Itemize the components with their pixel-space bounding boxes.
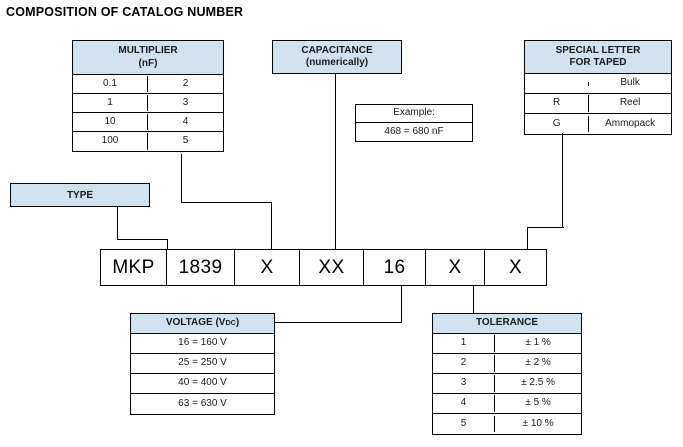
multiplier-code: 5 bbox=[182, 135, 189, 147]
multiplier-table-header: MULTIPLIER (nF) bbox=[73, 41, 223, 75]
table-row: 468 = 680 nF bbox=[356, 123, 472, 141]
connector-multiplier-vertical-2 bbox=[271, 202, 273, 250]
special-letter-code: R bbox=[525, 95, 590, 112]
tolerance-code: 3 bbox=[433, 375, 496, 392]
connector-type-vertical-2 bbox=[167, 239, 169, 250]
multiplier-header-line1: MULTIPLIER bbox=[118, 45, 178, 57]
multiplier-code: 3 bbox=[182, 96, 189, 108]
table-row: 10 4 bbox=[73, 113, 223, 132]
voltage-value: 63 = 630 V bbox=[178, 397, 227, 409]
multiplier-table: MULTIPLIER (nF) 0.1 2 1 3 10 4 100 5 bbox=[72, 40, 224, 152]
special-letter-packaging: Ammopack bbox=[605, 117, 656, 129]
type-label: TYPE bbox=[66, 189, 94, 201]
connector-special-letter-horizontal bbox=[527, 227, 564, 229]
table-row: 3 ± 2.5 % bbox=[433, 374, 581, 394]
multiplier-value: 1 bbox=[73, 94, 148, 112]
table-row: 1 3 bbox=[73, 94, 223, 113]
table-row: 100 5 bbox=[73, 132, 223, 151]
type-box: TYPE bbox=[10, 183, 150, 207]
voltage-value: 40 = 400 V bbox=[178, 377, 227, 389]
connector-voltage-vertical bbox=[401, 286, 403, 323]
special-letter-header-line1: SPECIAL LETTER bbox=[555, 44, 641, 56]
voltage-header-text: VOLTAGE (V bbox=[165, 317, 226, 329]
table-row: R Reel bbox=[525, 94, 671, 114]
multiplier-code: 4 bbox=[182, 115, 189, 127]
special-letter-code: G bbox=[525, 115, 590, 133]
catalog-segment-6: X bbox=[426, 250, 485, 285]
capacitance-header-line1: CAPACITANCE bbox=[301, 44, 373, 56]
voltage-header-tail: ) bbox=[235, 317, 240, 329]
special-letter-header-line2: FOR TAPED bbox=[569, 57, 627, 68]
multiplier-header-line2: (nF) bbox=[138, 57, 158, 69]
page-title: COMPOSITION OF CATALOG NUMBER bbox=[6, 5, 244, 19]
tolerance-code: 1 bbox=[433, 335, 496, 352]
multiplier-value: 0.1 bbox=[73, 75, 148, 93]
capacitance-box: CAPACITANCE (numerically) bbox=[272, 40, 402, 74]
table-row: 25 = 250 V bbox=[131, 354, 274, 374]
catalog-segment-7: X bbox=[508, 256, 523, 278]
catalog-segment-5: 16 bbox=[364, 250, 426, 285]
connector-multiplier-vertical-1 bbox=[181, 154, 183, 203]
table-row: 16 = 160 V bbox=[131, 334, 274, 354]
voltage-value: 25 = 250 V bbox=[178, 357, 227, 369]
example-table: Example: 468 = 680 nF bbox=[355, 104, 473, 142]
voltage-header-subscript: DC bbox=[225, 318, 236, 328]
table-row: 63 = 630 V bbox=[131, 394, 274, 414]
tolerance-code: 5 bbox=[433, 415, 496, 433]
table-row: 5 ± 10 % bbox=[433, 414, 581, 434]
special-letter-packaging: Bulk bbox=[620, 77, 640, 89]
connector-capacitance-vertical bbox=[335, 74, 337, 250]
tolerance-code: 4 bbox=[433, 395, 496, 412]
catalog-segment-3: X bbox=[235, 250, 300, 285]
catalog-segment-4: XX bbox=[300, 250, 364, 285]
table-row: 40 = 400 V bbox=[131, 374, 274, 394]
connector-special-letter-vertical-2 bbox=[527, 227, 529, 250]
connector-type-horizontal bbox=[117, 239, 168, 241]
multiplier-code: 2 bbox=[182, 77, 189, 89]
tolerance-value: ± 2 % bbox=[525, 357, 551, 369]
capacitance-header-line2: (numerically) bbox=[305, 57, 369, 68]
tolerance-value: ± 2.5 % bbox=[521, 377, 555, 389]
connector-type-vertical-1 bbox=[117, 207, 119, 240]
special-letter-packaging: Reel bbox=[619, 97, 641, 109]
example-value: 468 = 680 nF bbox=[384, 125, 444, 137]
table-row: 4 ± 5 % bbox=[433, 394, 581, 414]
table-row: Example: bbox=[356, 105, 472, 123]
tolerance-value: ± 5 % bbox=[525, 397, 551, 409]
tolerance-value: ± 1 % bbox=[525, 337, 551, 349]
table-row: 0.1 2 bbox=[73, 75, 223, 94]
table-row: 2 ± 2 % bbox=[433, 354, 581, 374]
connector-tolerance-vertical bbox=[473, 286, 475, 314]
table-row: G Ammopack bbox=[525, 114, 671, 134]
special-letter-table: SPECIAL LETTER FOR TAPED Bulk R Reel G A… bbox=[524, 40, 672, 135]
catalog-segment-1: MKP bbox=[101, 250, 167, 285]
connector-voltage-horizontal bbox=[274, 322, 402, 324]
connector-special-letter-vertical-1 bbox=[562, 133, 564, 228]
connector-multiplier-horizontal bbox=[181, 202, 272, 204]
special-letter-code bbox=[525, 81, 590, 86]
tolerance-code: 2 bbox=[433, 355, 496, 372]
tolerance-value: ± 10 % bbox=[522, 417, 554, 429]
voltage-value: 16 = 160 V bbox=[178, 337, 227, 349]
table-row: Bulk bbox=[525, 74, 671, 94]
tolerance-table-header: TOLERANCE bbox=[433, 314, 581, 334]
special-letter-table-header: SPECIAL LETTER FOR TAPED bbox=[525, 41, 671, 74]
tolerance-table: TOLERANCE 1 ± 1 % 2 ± 2 % 3 ± 2.5 % 4 ± … bbox=[432, 313, 582, 435]
table-row: 1 ± 1 % bbox=[433, 334, 581, 354]
catalog-segment-2: 1839 bbox=[167, 250, 235, 285]
multiplier-value: 100 bbox=[73, 133, 148, 150]
multiplier-value: 10 bbox=[73, 113, 148, 131]
example-label: Example: bbox=[393, 107, 435, 119]
